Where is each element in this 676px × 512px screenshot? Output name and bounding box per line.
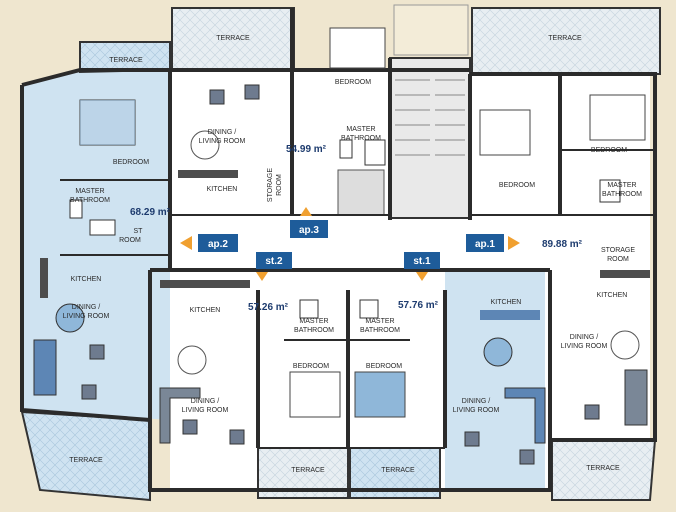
label-master-ap1: MASTER [607,182,636,189]
label-terrace-ap3: TERRACE [216,35,250,42]
label-bathroom-ap3: BATHROOM [341,135,381,142]
svg-text:ap.3: ap.3 [299,225,319,236]
area-st2: 57.26 m² [248,302,289,313]
chairs [81,84,600,465]
elevator [337,169,385,216]
label-storage-ap3: STORAGE [267,168,274,202]
label-bedroom-ap1-a: BEDROOM [499,182,535,189]
area-ap1: 89.88 m² [542,239,583,250]
label-bathroom-ap2: BATHROOM [70,197,110,204]
label-storage-ap1: STORAGE [601,247,635,254]
stair-steps [395,79,465,156]
label-bedroom-ap1-b: BEDROOM [591,147,627,154]
terrace-ap2-bottom [20,410,151,502]
table-st2 [177,345,207,375]
label-kitchen-ap2: KITCHEN [71,276,102,283]
label-terrace-st1: TERRACE [381,467,415,474]
label-kitchen-st1: KITCHEN [491,299,522,306]
label-dining-st1: DINING / [462,398,490,405]
sofa-ap2 [33,339,57,396]
label-dining-st2: DINING / [191,398,219,405]
tag-st2: st.2 [256,252,292,281]
area-ap2: 68.29 m² [130,207,171,218]
label-master-st1: MASTER [365,318,394,325]
table-ap3 [190,130,220,160]
label-bedroom-st2: BEDROOM [293,363,329,370]
label-living-st1: LIVING ROOM [453,407,500,414]
label-bathroom-st2: BATHROOM [294,327,334,334]
label-living-ap1: LIVING ROOM [561,343,608,350]
tag-ap1: ap.1 [466,234,520,252]
walls [20,8,657,492]
table-ap1 [610,330,640,360]
label-master-ap2: MASTER [75,188,104,195]
table-ap2 [55,303,85,333]
stair-top [393,4,469,56]
label-dining-ap1: DINING / [570,334,598,341]
label-terrace-ap2-top: TERRACE [109,57,143,64]
label-living-ap2: LIVING ROOM [63,313,110,320]
label-room-ap1: ROOM [607,256,629,263]
label-dining-ap3: DINING / [208,129,236,136]
ap2-floor [22,70,170,420]
label-bathroom-st1: BATHROOM [360,327,400,334]
bathroom-fixtures [69,139,621,319]
label-room-ap3: ROOM [276,174,283,196]
label-bedroom-st1: BEDROOM [366,363,402,370]
label-terrace-ap1: TERRACE [548,35,582,42]
bed-st1 [354,371,406,418]
bed-st2 [289,371,341,418]
sofa-st1 [504,387,546,444]
tag-ap2: ap.2 [180,234,238,252]
area-ap3: 54.99 m² [286,144,327,155]
label-bedroom-ap2: BEDROOM [113,159,149,166]
sofa-ap1 [624,369,648,426]
terrace-ap3 [171,7,295,71]
label-bathroom-ap1: BATHROOM [602,191,642,198]
label-dining-ap2: DINING / [72,304,100,311]
sofa-st2 [159,387,201,444]
table-st1 [483,337,513,367]
terrace-ap1 [471,7,661,75]
label-master-ap3: MASTER [346,126,375,133]
bed-ap1-b [589,94,646,141]
label-kitchen-st2: KITCHEN [190,307,221,314]
bed-ap3 [329,27,386,69]
label-master-st2: MASTER [299,318,328,325]
tag-st1: st.1 [404,252,440,281]
kitchen-counters [40,170,650,320]
area-st1: 57.76 m² [398,300,439,311]
svg-text:st.1: st.1 [413,256,431,267]
tag-ap3: ap.3 [290,207,328,238]
label-st-ap2: ST [134,228,144,235]
svg-text:ap.2: ap.2 [208,239,228,250]
label-terrace-st2: TERRACE [291,467,325,474]
svg-text:st.2: st.2 [265,256,283,267]
svg-text:ap.1: ap.1 [475,239,495,250]
label-kitchen-ap1: KITCHEN [597,292,628,299]
stair-core [389,57,471,219]
bed-ap1-a [479,109,531,156]
label-living-ap3: LIVING ROOM [199,138,246,145]
label-kitchen-ap3: KITCHEN [207,186,238,193]
label-room-ap2: ROOM [119,237,141,244]
label-terrace-ap2: TERRACE [69,457,103,464]
label-living-st2: LIVING ROOM [182,407,229,414]
label-terrace-ap1-bottom: TERRACE [586,465,620,472]
label-bedroom-ap3: BEDROOM [335,79,371,86]
